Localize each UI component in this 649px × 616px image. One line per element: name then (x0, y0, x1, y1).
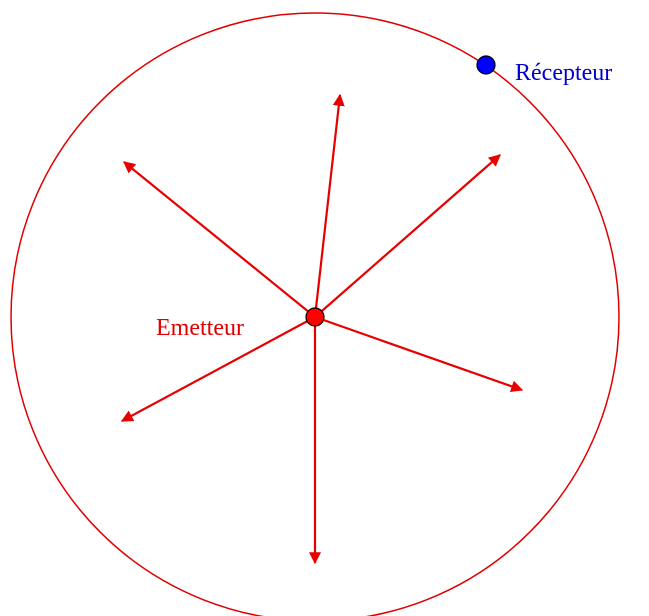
wave-front-circle (10, 12, 620, 616)
ray-right (314, 315, 524, 393)
receiver-label: Récepteur (515, 60, 612, 86)
receiver-point (476, 55, 496, 75)
ray-up (313, 93, 345, 318)
rays (120, 93, 524, 565)
ray-up-left (123, 161, 316, 318)
emitter-label: Emetteur (156, 315, 244, 341)
emitter-point (305, 307, 325, 327)
ray-down-left (120, 316, 316, 422)
ray-up-right (314, 154, 501, 318)
